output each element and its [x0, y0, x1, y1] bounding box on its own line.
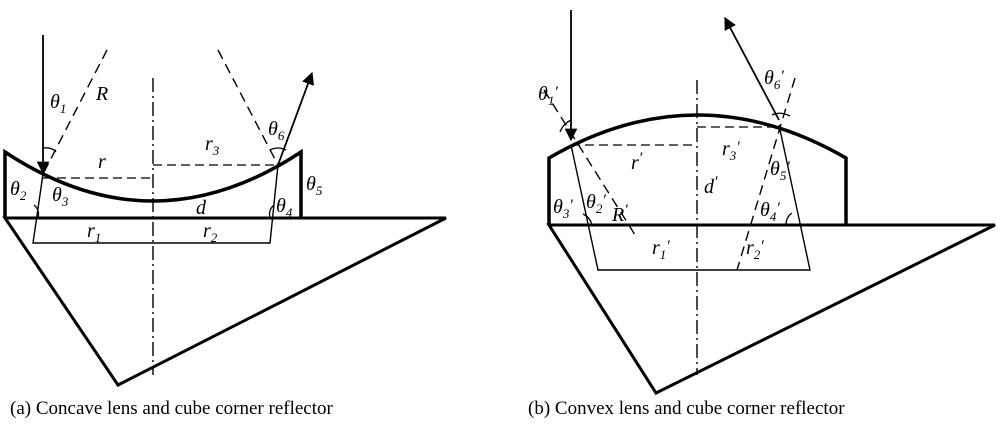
label-theta4-b: θ4′ — [760, 199, 780, 224]
label-r2-prime-b: r2′ — [746, 237, 764, 262]
label-r-a: r — [98, 151, 106, 173]
label-d-prime-b: d′ — [704, 174, 718, 198]
internal-ray-b — [570, 124, 811, 271]
angle-arc-theta3-b — [582, 213, 593, 226]
internal-ray-a — [32, 164, 279, 244]
label-theta6-a: θ6 — [268, 118, 285, 143]
label-theta2-a: θ2 — [10, 178, 27, 203]
normal-line-b — [543, 89, 638, 239]
angle-arc-theta4-a — [268, 204, 275, 219]
cube-corner-reflector-a — [2, 216, 447, 387]
label-theta4-a: θ4 — [276, 195, 293, 220]
label-r3-a: r3 — [205, 133, 220, 158]
label-R-prime-b: R′ — [611, 202, 628, 226]
normal-line-a-right — [217, 49, 279, 166]
label-r2-a: r2 — [203, 220, 218, 245]
label-theta2-b: θ2′ — [586, 191, 606, 216]
caption-panel-a: (a) Concave lens and cube corner reflect… — [10, 398, 333, 419]
label-d-a: d — [196, 197, 207, 219]
angle-arc-theta1-a — [42, 147, 57, 153]
label-r-prime-b: r′ — [631, 150, 643, 174]
label-theta3-a: θ3 — [52, 184, 69, 209]
label-r3-prime-b: r3′ — [722, 138, 740, 163]
label-theta5-a: θ5 — [306, 173, 323, 198]
angle-arc-theta1-b — [559, 119, 572, 133]
emergent-ray-b — [724, 16, 780, 121]
label-theta3-b: θ3′ — [553, 196, 573, 221]
panel-b-diagram: θ1′ θ6′ r′ r3′ R′ d′ θ5′ θ3′ θ2′ θ4′ r1′… — [538, 10, 996, 395]
cube-corner-reflector-b — [546, 223, 996, 395]
angle-arc-theta6-b — [771, 112, 791, 117]
normal-line-a — [42, 49, 108, 175]
angle-arc-theta6-a — [269, 147, 287, 151]
angle-arc-theta2-a — [33, 204, 40, 219]
label-r1-a: r1 — [87, 220, 101, 245]
label-theta5-b: θ5′ — [770, 158, 790, 183]
caption-panel-b: (b) Convex lens and cube corner reflecto… — [528, 398, 845, 419]
emergent-ray-a — [277, 71, 314, 166]
label-r1-prime-b: r1′ — [652, 237, 670, 262]
label-R-a: R — [95, 83, 108, 105]
label-theta6-b: θ6′ — [764, 67, 784, 92]
normal-line-b-right — [736, 77, 796, 271]
label-theta1-a: θ1 — [50, 91, 66, 116]
angle-arc-theta4-b — [785, 212, 793, 226]
panel-a-diagram: θ1 R r r3 θ6 θ5 θ2 θ3 d θ4 r1 r2 — [2, 35, 447, 387]
label-theta1-b: θ1′ — [538, 83, 558, 108]
